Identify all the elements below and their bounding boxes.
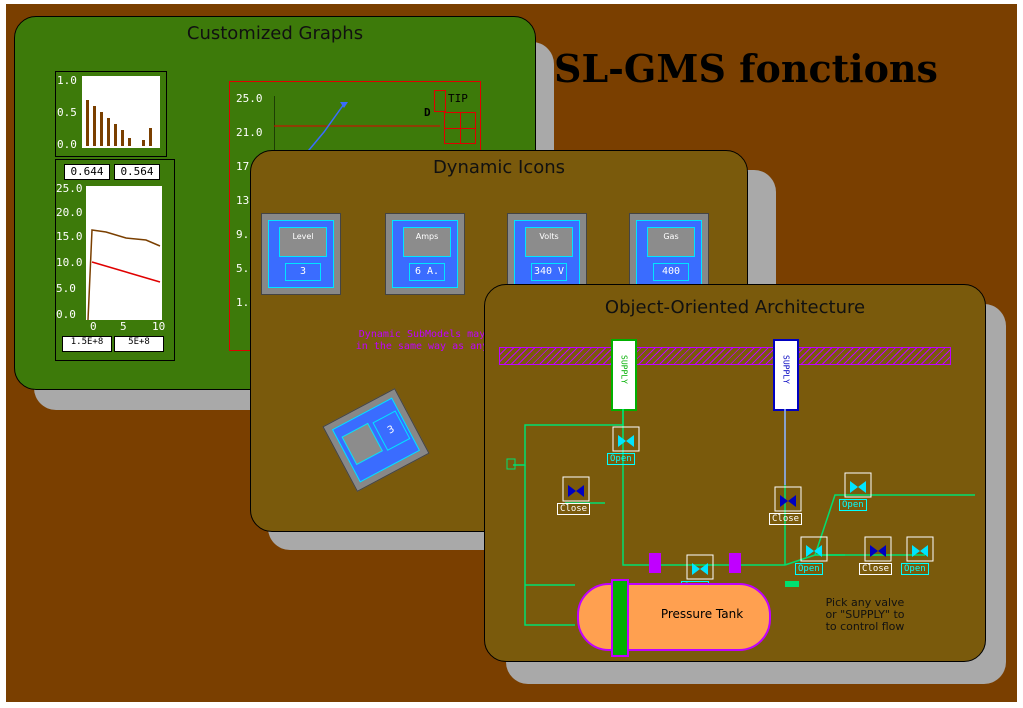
line-axis-label: 5.0 bbox=[56, 282, 76, 295]
outlet-marker bbox=[785, 581, 799, 587]
inlet-box bbox=[506, 458, 516, 470]
bar bbox=[93, 106, 96, 146]
series-red bbox=[91, 261, 161, 283]
pump-right[interactable] bbox=[729, 553, 741, 573]
line-chart-frame: 0.644 0.564 25.0 20.0 15.0 10.0 5.0 0.0 … bbox=[55, 159, 175, 361]
tip-label: TIP bbox=[448, 92, 468, 105]
trend-axis-label: 25.0 bbox=[236, 92, 263, 105]
line-axis-label: 15.0 bbox=[56, 230, 83, 243]
tank-flange bbox=[611, 579, 629, 657]
gauge-value: 400 bbox=[653, 263, 689, 281]
bar-axis-label-bottom: 0.0 bbox=[57, 138, 77, 151]
pressure-tank[interactable]: Pressure Tank bbox=[577, 579, 771, 657]
trend-chart-plot bbox=[274, 96, 440, 336]
page-heading: SL-GMS fonctions bbox=[554, 46, 938, 91]
desktop-background: Customized Graphs 1.0 0.5 0.0 bbox=[6, 4, 1017, 702]
bar bbox=[128, 138, 131, 146]
valve-4[interactable]: Open bbox=[839, 471, 873, 511]
valve-6[interactable]: Close bbox=[859, 535, 893, 575]
valve-state: Close bbox=[769, 513, 803, 525]
trend-marker bbox=[340, 102, 348, 108]
x-tick: 5 bbox=[120, 320, 127, 333]
line-axis-label: 0.0 bbox=[56, 308, 76, 321]
graphs-window-title: Customized Graphs bbox=[186, 23, 364, 44]
line-axis-label: 10.0 bbox=[56, 256, 83, 269]
bar-axis-label-top: 1.0 bbox=[57, 74, 77, 87]
bar-chart-plot bbox=[82, 76, 160, 148]
gauge-label: Gas bbox=[663, 232, 679, 241]
footer-readout-right: 5E+8 bbox=[114, 336, 164, 352]
valve-1[interactable]: Open bbox=[607, 425, 641, 465]
tip-button[interactable] bbox=[434, 90, 446, 112]
x-tick: 10 bbox=[152, 320, 166, 333]
note-line: Pick any valve bbox=[825, 596, 905, 609]
valve-state: Open bbox=[901, 563, 929, 575]
trend-series bbox=[303, 103, 345, 157]
tank-label: Pressure Tank bbox=[660, 607, 744, 621]
valve-8[interactable]: Open bbox=[681, 553, 715, 593]
note-line: or "SUPPLY" to bbox=[825, 608, 905, 621]
bar-chart-frame: 1.0 0.5 0.0 bbox=[55, 71, 167, 157]
valve-state: Close bbox=[859, 563, 893, 575]
pump-left[interactable] bbox=[649, 553, 661, 573]
bar bbox=[149, 128, 152, 146]
line-axis-label: 20.0 bbox=[56, 206, 83, 219]
caption-line: in the same way as any bbox=[355, 341, 489, 352]
caption-line: Dynamic SubModels may bbox=[358, 329, 486, 340]
amps-gauge[interactable]: Amps 6 A. bbox=[385, 213, 465, 295]
bar bbox=[121, 130, 124, 146]
readout-left: 0.644 bbox=[64, 164, 110, 180]
line-chart-plot bbox=[86, 186, 162, 320]
valve-state: Open bbox=[607, 453, 635, 465]
bar bbox=[142, 140, 145, 146]
valve-2[interactable]: Close bbox=[557, 475, 591, 515]
trend-axis-label: 21.0 bbox=[236, 126, 263, 139]
rotated-gauge[interactable]: 3 bbox=[322, 388, 430, 492]
x-tick: 0 bbox=[90, 320, 97, 333]
gauge-value: 3 bbox=[285, 263, 321, 281]
footer-readout-left: 1.5E+8 bbox=[62, 336, 112, 352]
architecture-window-title: Object-Oriented Architecture bbox=[604, 297, 866, 318]
supply-left[interactable]: SUPPLY bbox=[611, 339, 637, 411]
bar bbox=[114, 124, 117, 146]
supply-right[interactable]: SUPPLY bbox=[773, 339, 799, 411]
line-axis-label: 25.0 bbox=[56, 182, 83, 195]
valve-state: Close bbox=[557, 503, 591, 515]
pipe bbox=[622, 409, 785, 566]
icons-window-title: Dynamic Icons bbox=[432, 157, 566, 178]
tip-grid bbox=[444, 112, 476, 144]
bar bbox=[86, 100, 89, 146]
volts-gauge[interactable]: Volts 340 V bbox=[507, 213, 587, 295]
object-oriented-architecture-window[interactable]: Object-Oriented Architecture SUPPLY SUPP… bbox=[484, 284, 986, 662]
submodel-caption: Dynamic SubModels may in the same way as… bbox=[337, 329, 507, 353]
bar bbox=[107, 118, 110, 146]
gauge-label: Amps bbox=[415, 232, 439, 241]
valve-state: Open bbox=[795, 563, 823, 575]
valve-5[interactable]: Open bbox=[795, 535, 829, 575]
pipe bbox=[524, 465, 575, 626]
gauge-label: Level bbox=[292, 232, 314, 241]
pipe bbox=[814, 494, 975, 556]
gauge-value: 340 V bbox=[531, 263, 567, 281]
valve-7[interactable]: Open bbox=[901, 535, 935, 575]
gas-gauge[interactable]: Gas 400 bbox=[629, 213, 709, 295]
bar bbox=[100, 112, 103, 146]
series-brown bbox=[87, 229, 161, 320]
instructions-note: Pick any valve or "SUPPLY" to to control… bbox=[795, 597, 935, 633]
valve-3[interactable]: Close bbox=[769, 485, 803, 525]
tip-letter: D bbox=[424, 106, 431, 119]
level-gauge[interactable]: Level 3 bbox=[261, 213, 341, 295]
gauge-label: Volts bbox=[539, 232, 559, 241]
bar-axis-label-mid: 0.5 bbox=[57, 106, 77, 119]
valve-state: Open bbox=[839, 499, 867, 511]
note-line: to control flow bbox=[825, 620, 905, 633]
readout-right: 0.564 bbox=[114, 164, 160, 180]
gauge-value: 6 A. bbox=[409, 263, 445, 281]
